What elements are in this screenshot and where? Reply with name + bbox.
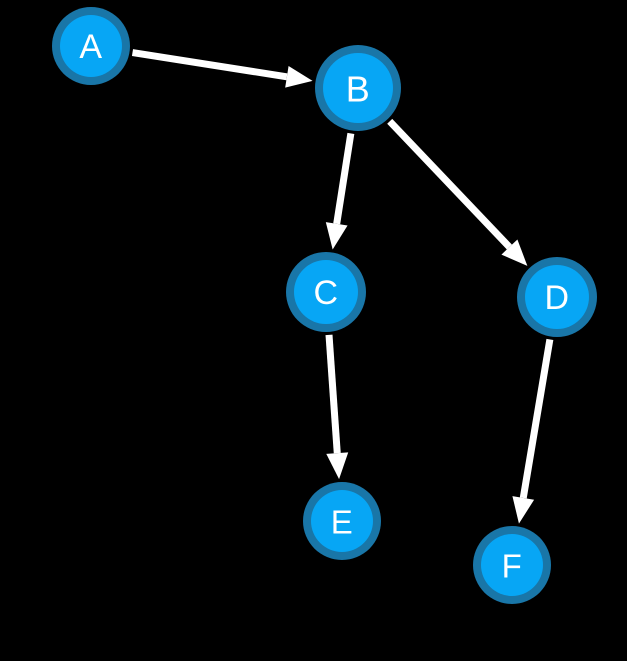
edge-arrowhead [501, 239, 528, 266]
node-layer: A B C D E F [52, 7, 597, 604]
node-label: A [79, 28, 102, 66]
node-label: E [331, 504, 354, 541]
node-label: C [313, 274, 338, 312]
graph-node-b[interactable]: B [315, 45, 401, 131]
edge-shaft [519, 338, 554, 499]
graph-edge-b-to-d [387, 118, 528, 266]
edge-shaft [325, 334, 341, 454]
graph-node-f[interactable]: F [473, 526, 551, 604]
node-fill [525, 265, 589, 329]
edge-arrowhead [325, 222, 348, 250]
node-label: D [544, 279, 569, 317]
node-fill [323, 53, 393, 123]
node-fill [481, 534, 543, 596]
node-fill [60, 15, 122, 77]
node-fill [311, 490, 373, 552]
graph-edge-c-to-e [325, 334, 349, 480]
node-label: B [346, 69, 371, 110]
graph-node-d[interactable]: D [517, 257, 597, 337]
edge-layer [131, 49, 554, 524]
edge-shaft [387, 118, 512, 250]
edge-shaft [333, 132, 355, 225]
graph-node-c[interactable]: C [286, 252, 366, 332]
graph-edge-a-to-b [131, 49, 313, 88]
node-label: F [502, 548, 523, 585]
graph-node-a[interactable]: A [52, 7, 130, 85]
graph-node-e[interactable]: E [303, 482, 381, 560]
edge-arrowhead [326, 452, 349, 480]
edge-arrowhead [512, 496, 535, 524]
edge-arrowhead [285, 65, 313, 88]
graph-edge-b-to-c [325, 132, 355, 250]
edge-shaft [131, 49, 288, 81]
node-fill [294, 260, 358, 324]
graph-edge-d-to-f [512, 338, 554, 524]
